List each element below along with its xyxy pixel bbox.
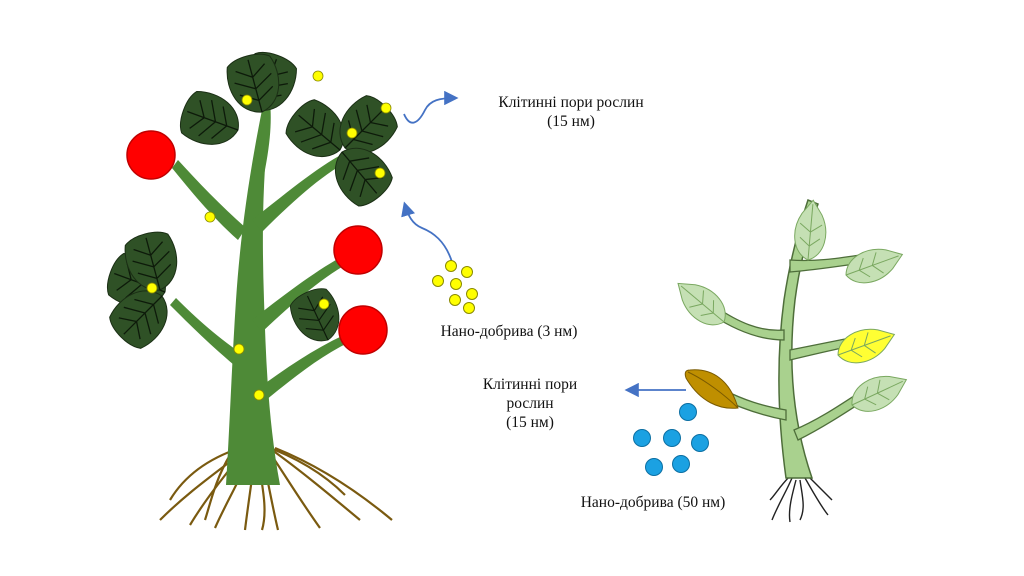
- left-leaf-cluster-mid: [101, 226, 185, 356]
- right-nano-label-text: Нано-добрива (50 нм): [580, 494, 726, 511]
- pores-arrow-left: [403, 90, 459, 124]
- right-pores-label: Клітинні пори рослин (15 нм): [462, 375, 598, 432]
- tomato-fruit: [333, 225, 383, 275]
- right-leaf-yellow: [832, 319, 901, 371]
- left-pores-label: Клітинні пори рослин (15 нм): [478, 93, 664, 131]
- right-plant: [667, 198, 914, 523]
- right-leaf: [844, 365, 914, 420]
- absorbed-nanoparticles: [146, 70, 392, 401]
- nano-fertilizer-3nm-cluster: [432, 260, 478, 314]
- left-pores-label-line1: Клітинні пори рослин: [498, 94, 644, 111]
- left-leaf-cluster-top: [174, 46, 303, 155]
- right-roots: [769, 475, 833, 523]
- right-nano-label: Нано-добрива (50 нм): [560, 493, 746, 512]
- uptake-arrow-left: [401, 201, 453, 263]
- right-branches: [711, 254, 866, 441]
- right-pores-label-line2: рослин: [506, 395, 554, 412]
- right-leaf: [840, 239, 909, 291]
- left-plant: [101, 46, 405, 531]
- right-pores-label-line1: Клітинні пори: [482, 376, 578, 393]
- left-pores-label-line2: (15 нм): [547, 113, 595, 130]
- right-pores-label-line3: (15 нм): [506, 414, 554, 431]
- left-roots: [159, 443, 393, 531]
- left-main-stem: [226, 110, 280, 485]
- left-nano-label-text: Нано-добрива (3 нм): [440, 323, 578, 340]
- right-leaf-brown: [684, 369, 739, 409]
- nano-fertilizer-50nm-cluster: [633, 403, 709, 476]
- left-branches: [170, 102, 358, 400]
- right-leaf: [667, 271, 735, 335]
- tomato-fruit: [338, 305, 388, 355]
- tomato-fruit: [126, 130, 176, 180]
- left-nano-label: Нано-добрива (3 нм): [416, 322, 602, 341]
